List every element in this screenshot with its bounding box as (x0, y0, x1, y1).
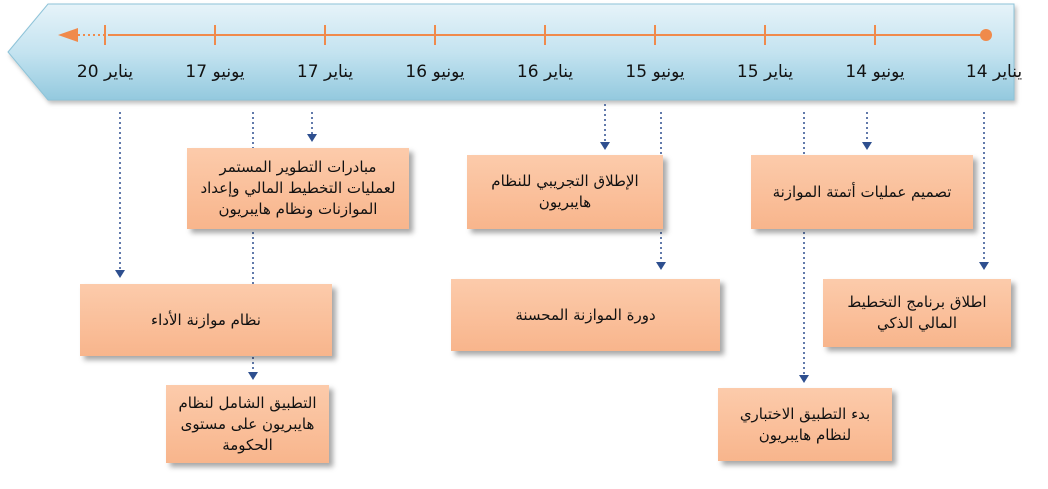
milestone-label: مبادرات التطوير المستمر لعمليات التخطيط … (200, 158, 396, 218)
tick-label: يونيو 15 (625, 62, 685, 82)
timeline-arrowhead (58, 28, 78, 42)
connector-arrowhead (600, 142, 610, 150)
timeline-bar (7, 3, 1015, 101)
connector-arrowhead (307, 134, 317, 142)
connector-arrowhead (656, 262, 666, 270)
tick-marks (104, 25, 876, 45)
milestone-label: دورة الموازنة المحسنة (515, 305, 656, 324)
milestone-budget-automation-design: تصميم عمليات أتمتة الموازنة (751, 155, 973, 229)
milestone-label: اطلاق برنامج التخطيط المالي الذكي (847, 293, 987, 332)
tick-label: يونيو 17 (185, 62, 245, 82)
milestone-label: الإطلاق التجريبي للنظام هايبريون (491, 172, 639, 211)
timeline-arrow-shape (7, 3, 1015, 101)
milestone-hyperion-pilot-start: بدء التطبيق الاختباري لنظام هايبريون (718, 388, 892, 461)
milestone-label: تصميم عمليات أتمتة الموازنة (772, 182, 952, 201)
connector-arrowhead (248, 372, 258, 380)
connector-arrowhead (799, 375, 809, 383)
milestone-label: التطبيق الشامل لنظام هايبريون على مستوى … (178, 393, 317, 454)
tick-label: يناير 17 (296, 62, 354, 82)
milestone-smart-planning-launch: اطلاق برنامج التخطيط المالي الذكي (823, 279, 1011, 347)
milestone-continuous-development: مبادرات التطوير المستمر لعمليات التخطيط … (187, 148, 409, 229)
milestone-label: بدء التطبيق الاختباري لنظام هايبريون (739, 404, 871, 444)
milestone-hyperion-trial-launch: الإطلاق التجريبي للنظام هايبريون (467, 155, 663, 229)
connector-arrowhead (979, 262, 989, 270)
connector-arrowhead (862, 142, 872, 150)
tick-label: يناير 20 (76, 62, 134, 82)
tick-label: يناير 14 (965, 62, 1023, 82)
tick-label: يونيو 16 (405, 62, 465, 82)
milestone-label: نظام موازنة الأداء (151, 310, 261, 329)
milestone-performance-budgeting: نظام موازنة الأداء (80, 284, 332, 356)
timeline-start-dot (980, 29, 992, 41)
tick-label: يناير 16 (516, 62, 574, 82)
tick-label: يونيو 14 (845, 62, 905, 82)
milestone-government-wide-rollout: التطبيق الشامل لنظام هايبريون على مستوى … (166, 385, 329, 463)
milestone-improved-budget-cycle: دورة الموازنة المحسنة (451, 279, 720, 351)
connector-arrowhead (115, 270, 125, 278)
tick-label: يناير 15 (736, 62, 794, 82)
